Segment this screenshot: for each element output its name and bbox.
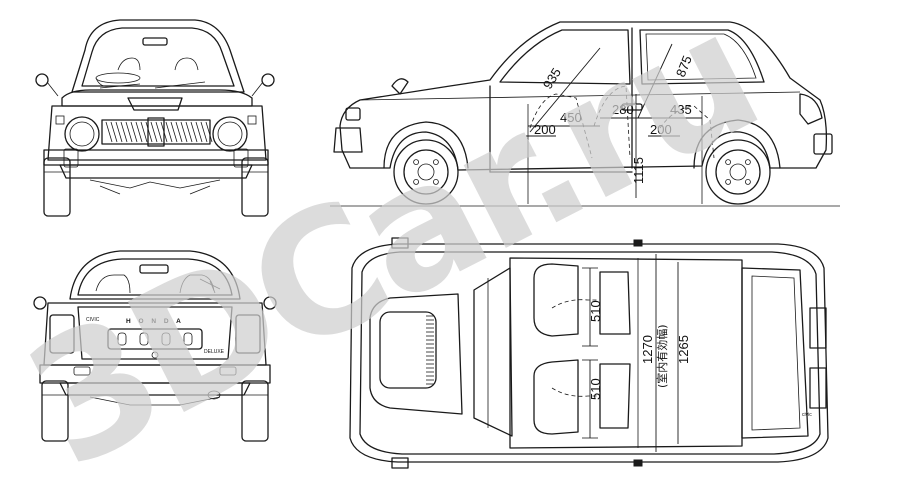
dim-1265: 1265 — [676, 335, 691, 364]
dim-200-front: 200 — [534, 122, 556, 137]
dim-1115: 1115 — [631, 157, 646, 184]
dim-280: 280 — [612, 102, 634, 117]
dim-200-rear: 200 — [650, 122, 672, 137]
front-view-drawing — [35, 19, 275, 217]
rear-view: CIVIC H O N D A DELUXE — [30, 245, 280, 450]
top-civic-badge: civic — [802, 412, 812, 418]
rear-model-badge: CIVIC — [86, 317, 100, 323]
dim-435: 435 — [670, 102, 692, 117]
dim-875: 875 — [673, 53, 695, 79]
front-view — [30, 10, 280, 220]
rear-trim-badge: DELUXE — [204, 349, 225, 355]
dim-935: 935 — [540, 65, 564, 91]
rear-brand-badge: H O N D A — [126, 318, 184, 325]
dim-450: 450 — [560, 110, 582, 125]
rear-view-drawing: CIVIC H O N D A DELUXE — [33, 250, 277, 442]
top-view: civic 510 510 1270 (室内有効幅) 1265 — [338, 237, 838, 469]
dim-1270: 1270 — [640, 335, 655, 364]
dim-interior-width-label: (室内有効幅) — [655, 324, 669, 388]
dim-510-lower: 510 — [588, 378, 603, 400]
side-view: 935 875 450 280 435 200 200 1115 — [330, 8, 840, 223]
dim-510-upper: 510 — [588, 300, 603, 322]
top-view-drawing: civic 510 510 1270 (室内有効幅) 1265 — [349, 237, 829, 469]
side-view-drawing: 935 875 450 280 435 200 200 1115 — [330, 21, 840, 207]
